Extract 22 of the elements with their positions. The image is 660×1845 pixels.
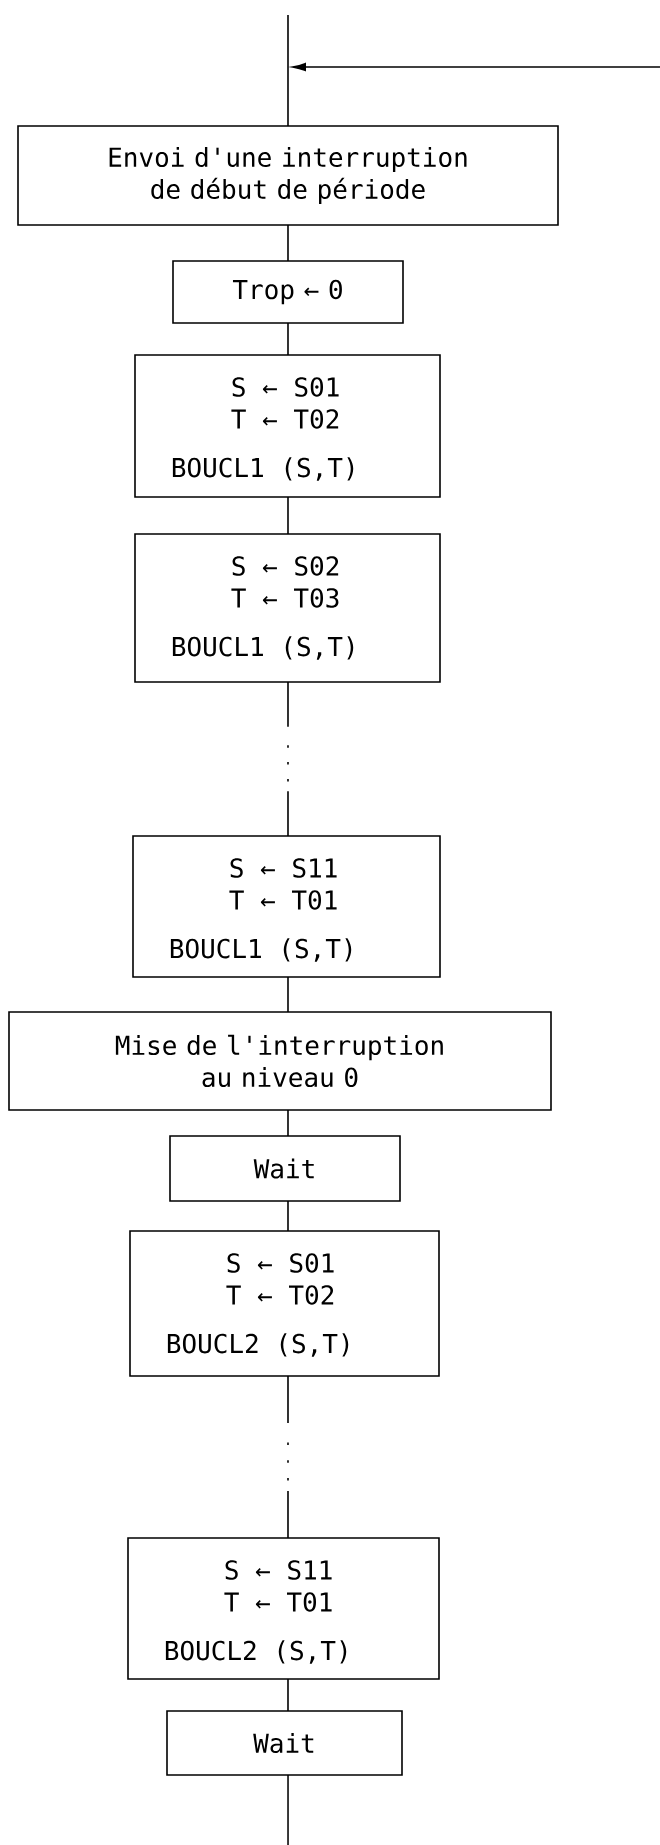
connector-line [287, 1678, 289, 1712]
process-box: Trop ← 0 [172, 260, 404, 324]
connector-line [287, 1375, 289, 1539]
arrow [292, 62, 660, 72]
assignment-box: S ← S02 T ← T03 BOUCL1 (S,T) [134, 533, 441, 683]
connector-line [287, 322, 289, 356]
process-box: Wait [166, 1710, 403, 1776]
connector-line [287, 1200, 289, 1232]
assignment-box: S ← S01 T ← T02 BOUCL1 (S,T) [134, 354, 441, 498]
connector-line [287, 1774, 289, 1845]
assignment-box: S ← S01 T ← T02 BOUCL2 (S,T) [129, 1230, 440, 1377]
process-box: Mise de l'interruption au niveau 0 [8, 1011, 552, 1111]
connector-line [287, 681, 289, 837]
assignment-box: S ← S11 T ← T01 BOUCL1 (S,T) [132, 835, 441, 978]
connector-line [287, 1109, 289, 1137]
connector-line [287, 14, 289, 127]
process-box: Wait [169, 1135, 401, 1202]
connector-line [287, 976, 289, 1013]
connector-line [287, 224, 289, 262]
connector-line [287, 496, 289, 535]
assignment-box: S ← S11 T ← T01 BOUCL2 (S,T) [127, 1537, 440, 1680]
process-box: Envoi d'une interruption de début de période [17, 125, 559, 226]
